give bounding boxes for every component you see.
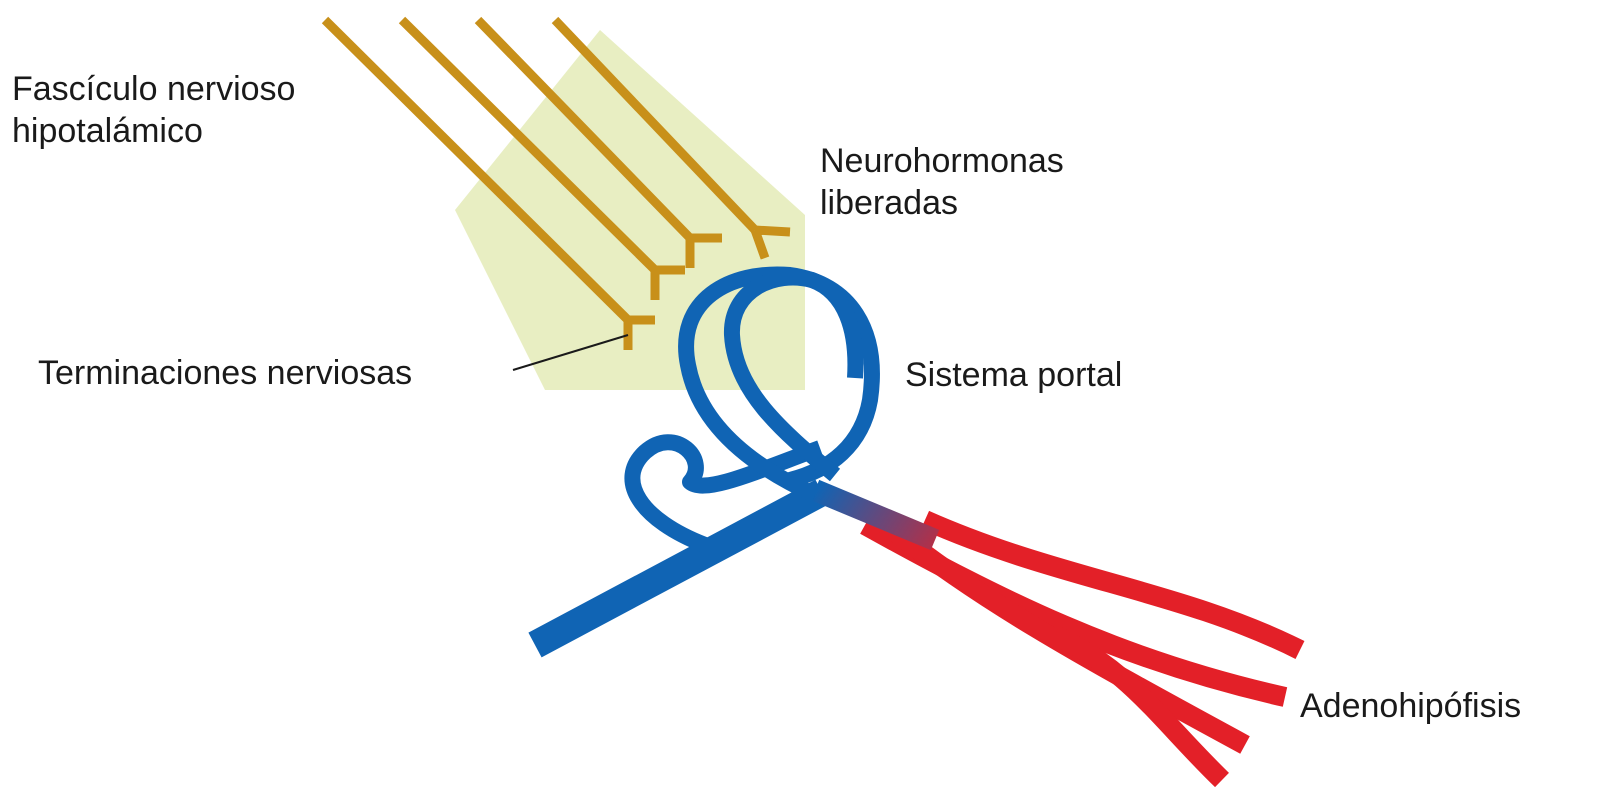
label-adenohipofisis: Adenohipófisis [1300,685,1521,727]
label-terminaciones-nerviosas: Terminaciones nerviosas [38,352,412,394]
label-neuro-line-2: liberadas [820,182,1064,224]
label-neurohormonas: Neurohormonas liberadas [820,140,1064,224]
label-neuro-line-1: Neurohormonas [820,140,1064,182]
portal-vessel-trunk [535,492,822,645]
label-fasciculo-line-2: hipotalámico [12,110,295,152]
label-sistema-portal: Sistema portal [905,354,1122,396]
label-fasciculo-nervioso: Fascículo nervioso hipotalámico [12,68,295,152]
label-fasciculo-line-1: Fascículo nervioso [12,68,295,110]
arteries [865,520,1300,780]
